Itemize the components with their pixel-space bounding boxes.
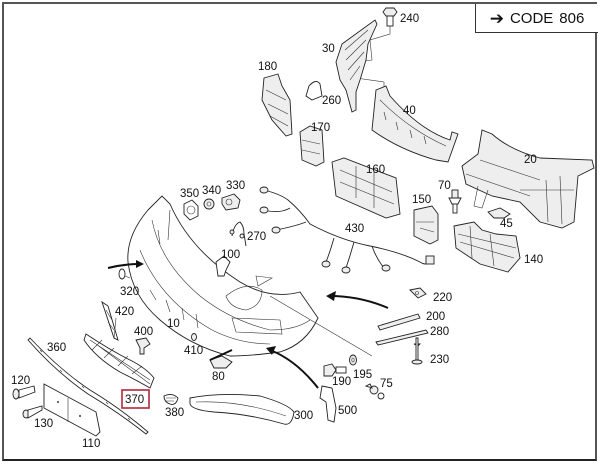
part-400-clip[interactable] [135,337,151,355]
label-100[interactable]: 100 [221,249,240,261]
part-430-wiring-harness[interactable] [259,186,435,274]
part-270-cable[interactable] [229,221,247,247]
label-300[interactable]: 300 [294,410,313,422]
part-200-trim-strip[interactable] [377,313,421,331]
code-box: ➔ CODE 806 [475,4,598,33]
label-350[interactable]: 350 [180,188,199,200]
part-75-clip[interactable] [364,383,385,400]
part-220-nut[interactable] [409,287,427,299]
label-220[interactable]: 220 [433,292,452,304]
label-340[interactable]: 340 [202,185,221,197]
part-45-clip[interactable] [487,207,511,219]
label-170[interactable]: 170 [311,122,330,134]
part-500-label[interactable] [319,385,337,423]
label-260[interactable]: 260 [322,95,341,107]
label-70[interactable]: 70 [438,180,451,192]
part-230-screw[interactable] [411,337,423,365]
label-80[interactable]: 80 [212,371,225,383]
part-350-sensor-holder[interactable] [183,199,199,221]
leader-lines [113,317,117,339]
part-320-cap[interactable] [118,268,131,280]
part-260-cap[interactable] [305,81,323,101]
label-360[interactable]: 360 [47,342,66,354]
part-195-washer[interactable] [349,354,357,366]
label-240[interactable]: 240 [400,13,419,25]
label-410[interactable]: 410 [184,345,203,357]
part-170-bracket[interactable] [299,125,325,167]
label-190[interactable]: 190 [332,376,351,388]
assembly-arrows [107,260,389,389]
highlight-box-370 [121,389,150,409]
part-20-bracket[interactable] [461,129,595,229]
part-300-trim-strip-side[interactable] [189,393,295,425]
label-45[interactable]: 45 [500,218,513,230]
part-labels: 240 30 180 260 40 170 160 20 350 340 330… [11,13,543,450]
label-140[interactable]: 140 [524,254,543,266]
part-160-absorber[interactable] [331,157,401,219]
code-label: CODE [509,9,554,27]
part-40-carrier[interactable] [371,85,459,163]
part-100-cover[interactable] [215,255,231,277]
part-360-spoiler-lip[interactable] [27,337,149,435]
part-370-center-grille[interactable] [83,333,155,389]
label-75[interactable]: 75 [380,378,393,390]
label-430[interactable]: 430 [345,223,364,235]
label-160[interactable]: 160 [366,164,385,176]
part-190-bolt[interactable] [323,363,347,377]
label-200[interactable]: 200 [426,311,445,323]
part-150-bracket[interactable] [413,205,439,245]
part-30-bracket[interactable] [335,19,378,113]
part-340-ring[interactable] [203,198,215,210]
label-30[interactable]: 30 [322,43,335,55]
label-280[interactable]: 280 [430,326,449,338]
part-80-bracket[interactable] [209,355,233,369]
right-arrow-icon: ➔ [489,8,504,28]
part-140-grille-insert[interactable] [453,221,521,273]
part-330-parking-sensor[interactable] [221,193,241,211]
label-180[interactable]: 180 [258,61,277,73]
part-130-screw[interactable] [22,405,43,419]
part-110-license-plate-holder[interactable] [43,383,101,437]
label-195[interactable]: 195 [353,369,372,381]
label-380[interactable]: 380 [165,407,184,419]
label-330[interactable]: 330 [226,180,245,192]
label-420[interactable]: 420 [115,306,134,318]
part-120-screw[interactable] [12,385,36,400]
part-70-clip[interactable] [448,189,462,214]
label-150[interactable]: 150 [412,194,431,206]
part-420-grille[interactable] [101,300,119,341]
label-320[interactable]: 320 [120,286,139,298]
code-value: 806 [559,9,585,27]
label-10[interactable]: 10 [167,318,180,330]
label-270[interactable]: 270 [247,231,266,243]
part-380-fog-lamp-cover[interactable] [163,393,179,405]
part-280-trim-strip[interactable] [375,329,429,346]
label-130[interactable]: 130 [34,418,53,430]
part-180-bracket[interactable] [261,73,293,137]
label-370[interactable]: 370 [125,394,144,406]
label-20[interactable]: 20 [524,154,537,166]
part-410-plug[interactable] [191,333,197,341]
label-110[interactable]: 110 [82,438,100,450]
label-230[interactable]: 230 [430,354,449,366]
label-120[interactable]: 120 [11,375,30,387]
label-40[interactable]: 40 [403,105,416,117]
label-400[interactable]: 400 [134,326,153,338]
label-500[interactable]: 500 [338,405,357,417]
